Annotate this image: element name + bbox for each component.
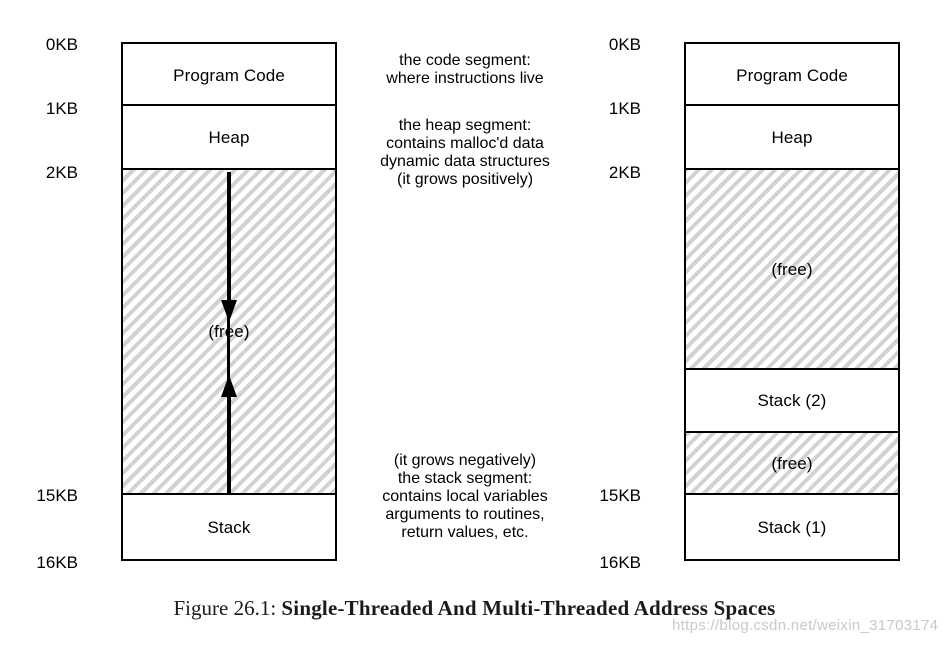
- multi-threaded-segment-heap-label: Heap: [771, 127, 813, 147]
- multi-threaded-segment-stack-1: Stack (1): [684, 493, 900, 561]
- multi-threaded-segment-stack-2-label: Stack (2): [757, 391, 827, 410]
- right-address-label-0kb: 0KB: [608, 35, 641, 54]
- right-address-label-1kb: 1KB: [608, 99, 641, 118]
- stack-segment-note: (it grows negatively) the stack segment:…: [382, 452, 548, 541]
- single-threaded-arrow-heap-grows-down-shaft: [227, 172, 231, 302]
- single-threaded-segment-heap: Heap: [121, 104, 337, 170]
- right-address-label-16kb: 16KB: [599, 553, 641, 572]
- single-threaded-segment-code-label: Program Code: [173, 65, 285, 85]
- multi-threaded-segment-free-2-label: (free): [771, 453, 813, 473]
- multi-threaded-segment-code: Program Code: [684, 42, 900, 108]
- multi-threaded-segment-heap: Heap: [684, 104, 900, 170]
- code-segment-note: the code segment: where instructions liv…: [386, 52, 544, 87]
- single-threaded-segment-stack-label: Stack: [207, 517, 251, 537]
- figure-caption-number: Figure 26.1:: [173, 596, 277, 620]
- single-threaded-arrow-stack-grows-up-head: [221, 375, 237, 397]
- right-address-label-15kb: 15KB: [599, 486, 641, 505]
- multi-threaded-segment-free-1-label: (free): [771, 259, 813, 279]
- multi-threaded-segment-free-2: (free): [684, 431, 900, 495]
- multi-threaded-segment-free-1: (free): [684, 168, 900, 370]
- single-threaded-segment-code: Program Code: [121, 42, 337, 108]
- multi-threaded-segment-code-label: Program Code: [736, 65, 848, 85]
- single-threaded-arrow-stack-grows-up-shaft: [227, 395, 231, 495]
- single-threaded-segment-stack: Stack: [121, 493, 337, 561]
- single-threaded-segment-free-label: (free): [208, 322, 250, 341]
- left-address-label-16kb: 16KB: [36, 553, 78, 572]
- single-threaded-arrow-heap-grows-down-head: [221, 300, 237, 322]
- left-address-label-15kb: 15KB: [36, 486, 78, 505]
- figure-caption: Figure 26.1: Single-Threaded And Multi-T…: [0, 596, 949, 621]
- left-address-label-0kb: 0KB: [45, 35, 78, 54]
- heap-segment-note: the heap segment: contains malloc'd data…: [380, 117, 550, 188]
- left-address-label-2kb: 2KB: [45, 163, 78, 182]
- left-address-label-1kb: 1KB: [45, 99, 78, 118]
- single-threaded-free-region-divider: [227, 172, 230, 495]
- figure-caption-title: Single-Threaded And Multi-Threaded Addre…: [281, 596, 776, 620]
- multi-threaded-segment-stack-2: Stack (2): [684, 368, 900, 433]
- multi-threaded-segment-stack-1-label: Stack (1): [757, 517, 827, 537]
- single-threaded-segment-heap-label: Heap: [208, 127, 250, 147]
- right-address-label-2kb: 2KB: [608, 163, 641, 182]
